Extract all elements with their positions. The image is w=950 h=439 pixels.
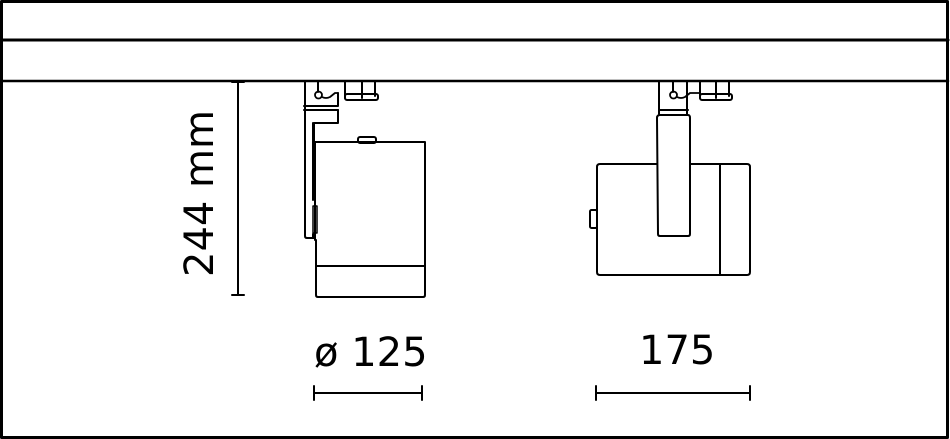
- diameter-dimension-line: [313, 385, 423, 401]
- length-dimension-line: [595, 385, 751, 401]
- side-view-fixture: [589, 80, 751, 276]
- front-view-fixture: [303, 80, 426, 298]
- height-dimension-label: 244 mm: [177, 110, 223, 277]
- length-dimension-label: 175: [639, 328, 716, 374]
- diameter-dimension-label: ø 125: [314, 330, 428, 376]
- height-dimension-line: [231, 81, 245, 296]
